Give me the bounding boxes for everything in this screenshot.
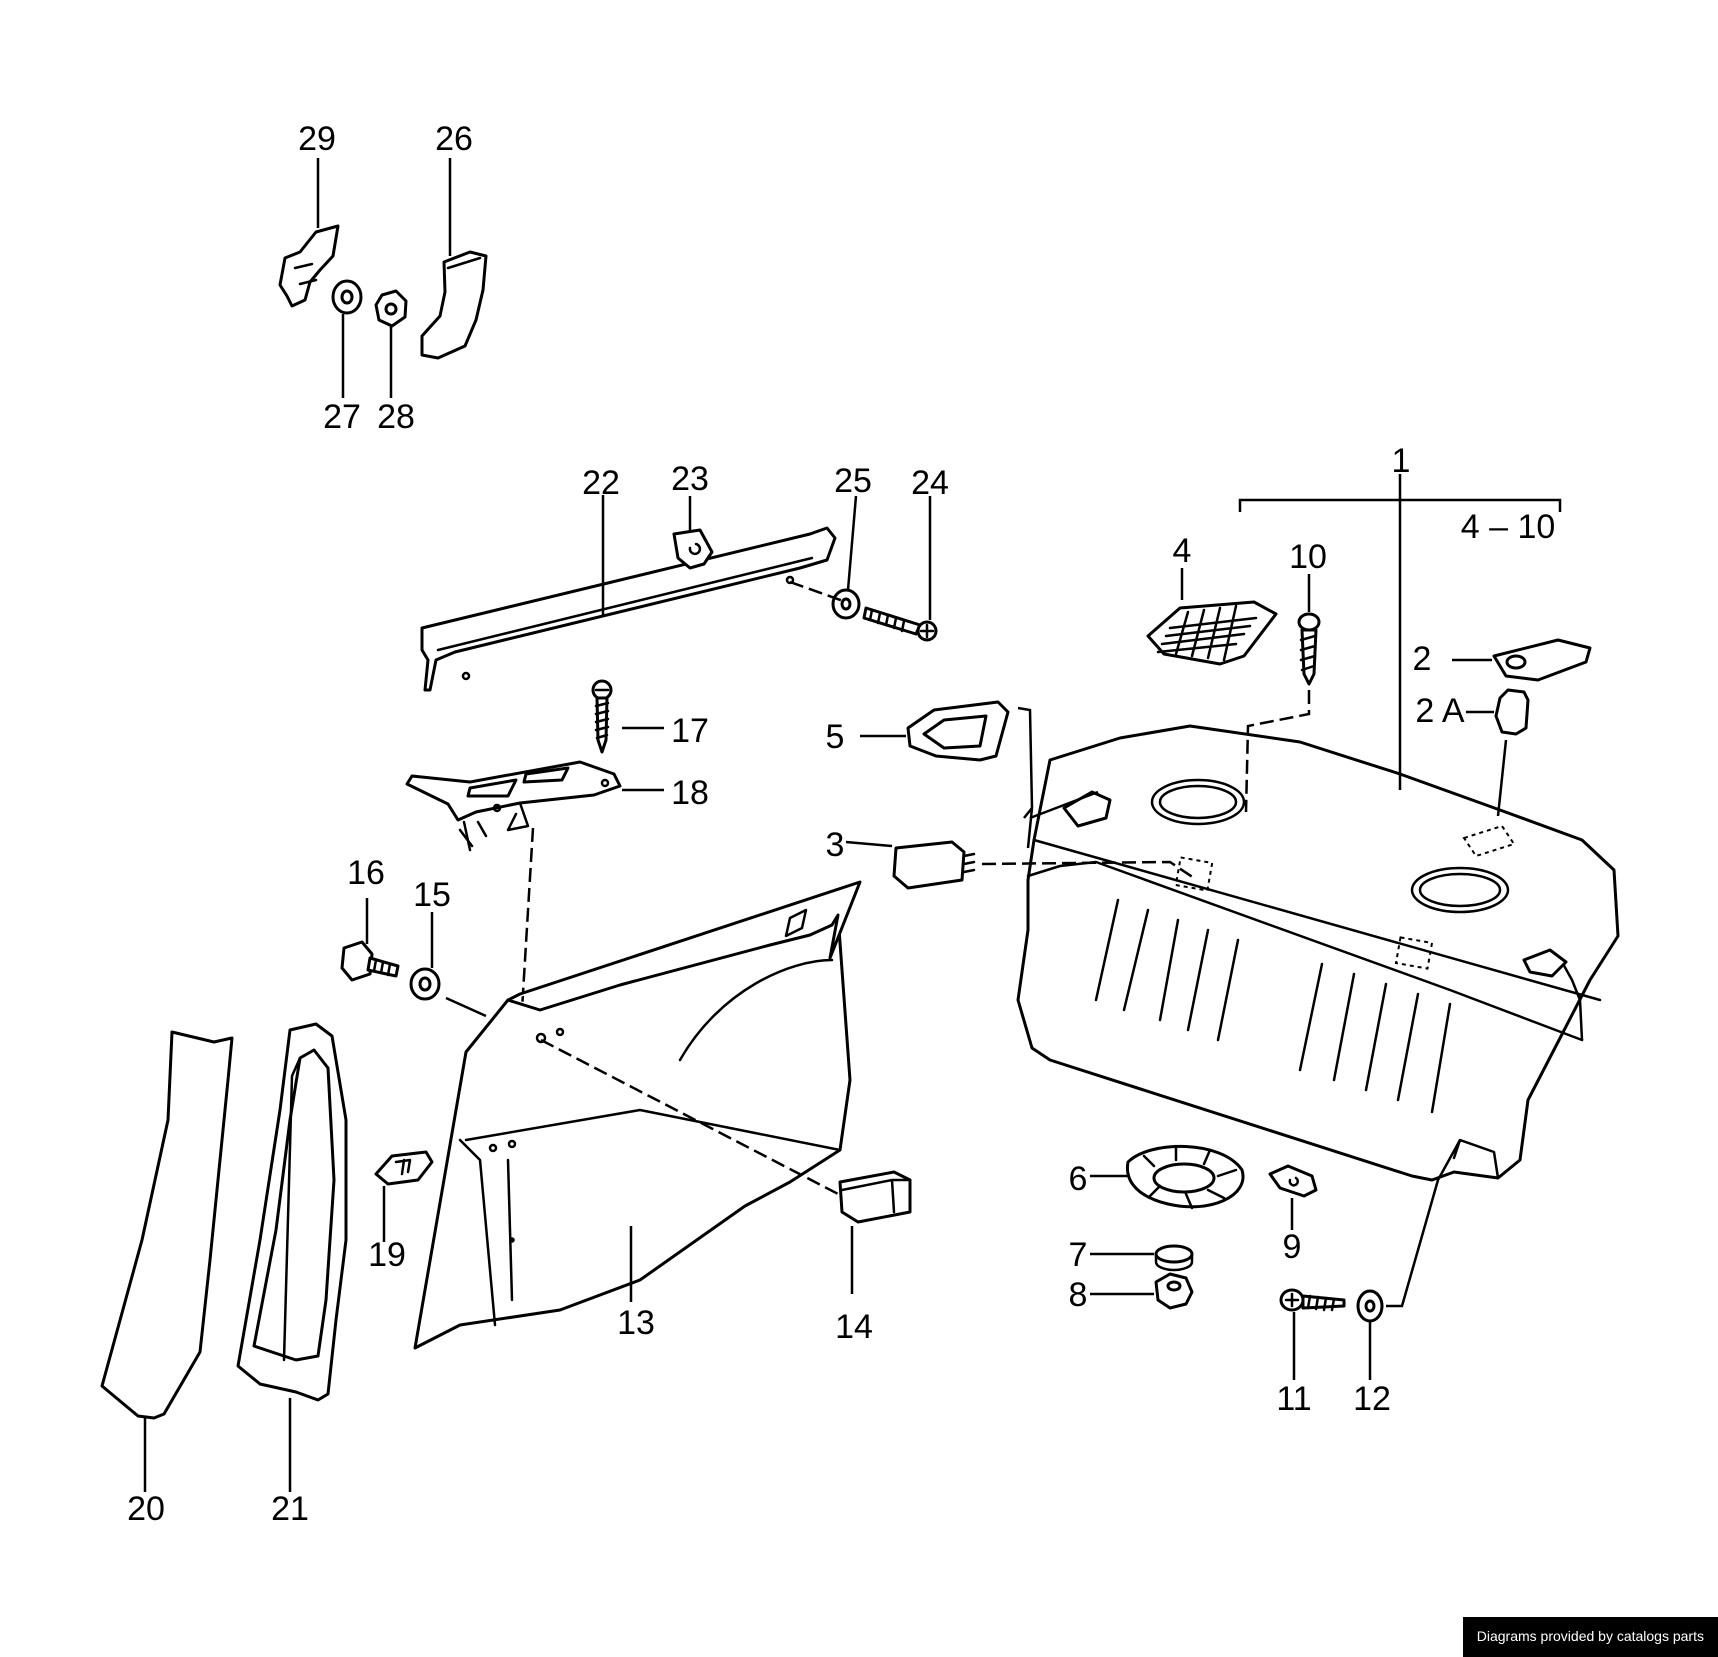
callout-21: 21 bbox=[271, 1490, 309, 1528]
part-17-screw bbox=[591, 679, 613, 754]
leader-5-shelf-b bbox=[1029, 790, 1099, 820]
part-16-plug-screw bbox=[340, 940, 400, 982]
callout-4: 4 bbox=[1173, 532, 1192, 570]
part-2a-plug bbox=[1494, 688, 1530, 736]
callout-16: 16 bbox=[347, 854, 385, 892]
part-18-mounting-bracket bbox=[405, 760, 622, 852]
callout-5: 5 bbox=[826, 718, 845, 756]
callout-22: 22 bbox=[582, 464, 620, 502]
callout-2: 2 bbox=[1413, 640, 1432, 678]
part-6-speaker-ring bbox=[1125, 1144, 1245, 1210]
callout-10: 10 bbox=[1289, 538, 1327, 576]
callout-18: 18 bbox=[671, 774, 709, 812]
callout-3: 3 bbox=[826, 826, 845, 864]
part-14-end-cap bbox=[838, 1170, 912, 1224]
part-15-washer bbox=[409, 967, 441, 1001]
part-3-light bbox=[892, 840, 976, 890]
part-8-nut bbox=[1154, 1272, 1194, 1310]
callout-14: 14 bbox=[835, 1308, 873, 1346]
callout-24: 24 bbox=[911, 464, 949, 502]
callout-20: 20 bbox=[127, 1490, 165, 1528]
part-21-pillar-trim-inner bbox=[236, 1022, 348, 1402]
part-1-rear-shelf bbox=[1016, 724, 1620, 1182]
callout-9: 9 bbox=[1283, 1228, 1302, 1266]
leader-2a-shelf bbox=[1496, 739, 1508, 817]
part-5-handle-recess bbox=[906, 700, 1010, 762]
part-22-trim-strip bbox=[420, 526, 837, 692]
dashed-3-shelf bbox=[981, 860, 1195, 880]
callout-26: 26 bbox=[435, 120, 473, 158]
callout-11: 11 bbox=[1276, 1380, 1311, 1418]
callout-17: 17 bbox=[671, 712, 709, 750]
part-9-clip bbox=[1268, 1164, 1318, 1198]
part-19-clip bbox=[374, 1150, 434, 1186]
part-7-washer bbox=[1154, 1244, 1194, 1272]
part-25-washer bbox=[831, 588, 861, 620]
callout-23: 23 bbox=[671, 460, 709, 498]
part-29-bracket-clip bbox=[278, 224, 340, 308]
part-28-nut bbox=[374, 289, 408, 328]
leader-25 bbox=[846, 495, 858, 591]
callout-15: 15 bbox=[413, 876, 451, 914]
callout-25: 25 bbox=[834, 462, 872, 500]
part-23-clip bbox=[672, 528, 714, 570]
callout-13: 13 bbox=[617, 1304, 655, 1342]
diagram-credit-badge: Diagrams provided by catalogs parts bbox=[1462, 1617, 1718, 1657]
part-4-speaker-grille bbox=[1146, 600, 1278, 666]
callout-6: 6 bbox=[1069, 1160, 1088, 1198]
callout-4-10: 4 – 10 bbox=[1461, 508, 1556, 546]
part-2-bracket bbox=[1492, 638, 1592, 682]
part-24-screw bbox=[862, 606, 938, 642]
callout-2a: 2 A bbox=[1415, 692, 1464, 730]
part-13-side-panel bbox=[413, 880, 862, 1350]
callout-12: 12 bbox=[1353, 1380, 1391, 1418]
callout-27: 27 bbox=[323, 398, 361, 436]
callout-8: 8 bbox=[1069, 1276, 1088, 1314]
leader-3 bbox=[845, 840, 893, 848]
part-20-pillar-trim bbox=[100, 1030, 234, 1420]
callout-7: 7 bbox=[1069, 1236, 1088, 1274]
callout-19: 19 bbox=[368, 1236, 406, 1274]
part-27-washer bbox=[331, 279, 363, 315]
callout-29: 29 bbox=[298, 120, 336, 158]
part-26-cover-cap bbox=[420, 250, 488, 360]
dashed-22-25 bbox=[789, 580, 847, 604]
part-10-screw bbox=[1297, 612, 1321, 686]
dashed-10-shelf bbox=[1244, 690, 1311, 813]
dashed-13-14 bbox=[540, 1038, 843, 1198]
callout-1: 1 bbox=[1392, 442, 1411, 480]
leader-15-panel bbox=[445, 996, 487, 1018]
leader-12-shelf bbox=[1386, 1139, 1462, 1308]
callout-28: 28 bbox=[377, 398, 415, 436]
leader-5-shelf bbox=[1017, 706, 1034, 849]
part-11-screw bbox=[1279, 1288, 1346, 1312]
part-12-washer bbox=[1356, 1289, 1384, 1323]
